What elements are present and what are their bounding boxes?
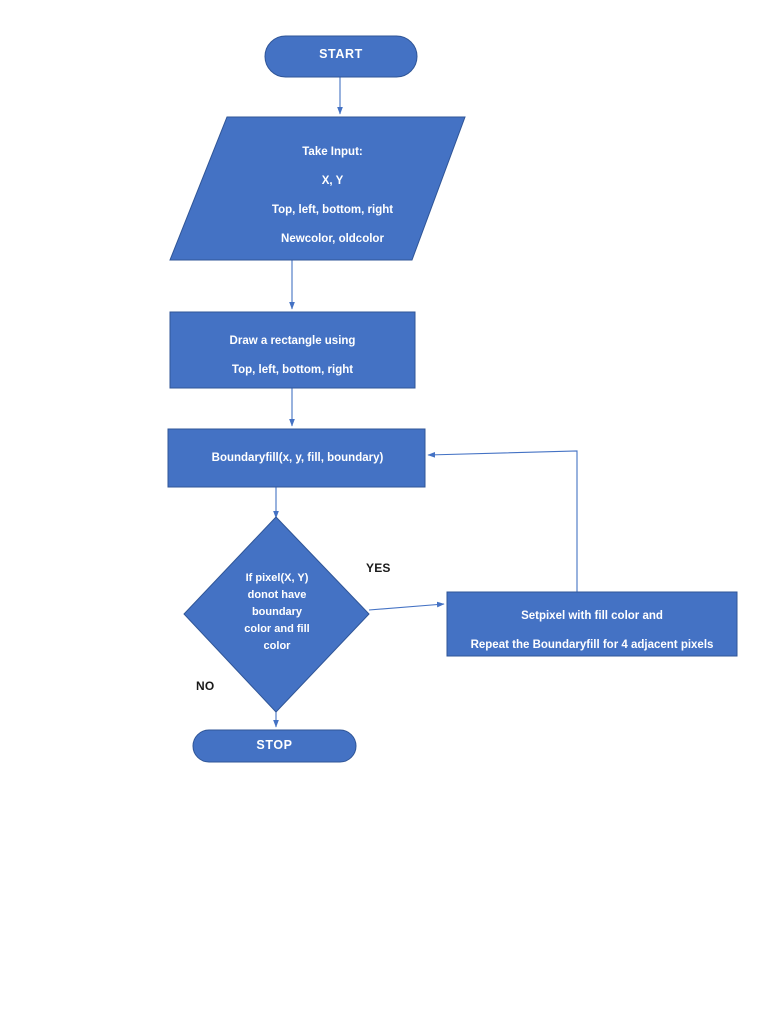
node-stop[interactable]	[192, 729, 357, 763]
edge-label-no: NO	[196, 679, 215, 693]
edge-label-yes: YES	[366, 561, 391, 575]
connectors	[273, 77, 578, 728]
node-start[interactable]	[264, 35, 418, 78]
node-decision[interactable]	[183, 516, 370, 713]
connector-setpixel-loopback-to-boundaryfill	[427, 450, 578, 592]
connector-decision-yes-to-setpixel	[368, 601, 445, 611]
node-setpixel[interactable]	[446, 591, 738, 657]
node-input[interactable]	[169, 116, 466, 261]
node-draw-rectangle[interactable]	[169, 311, 416, 389]
node-boundaryfill[interactable]	[167, 428, 426, 488]
